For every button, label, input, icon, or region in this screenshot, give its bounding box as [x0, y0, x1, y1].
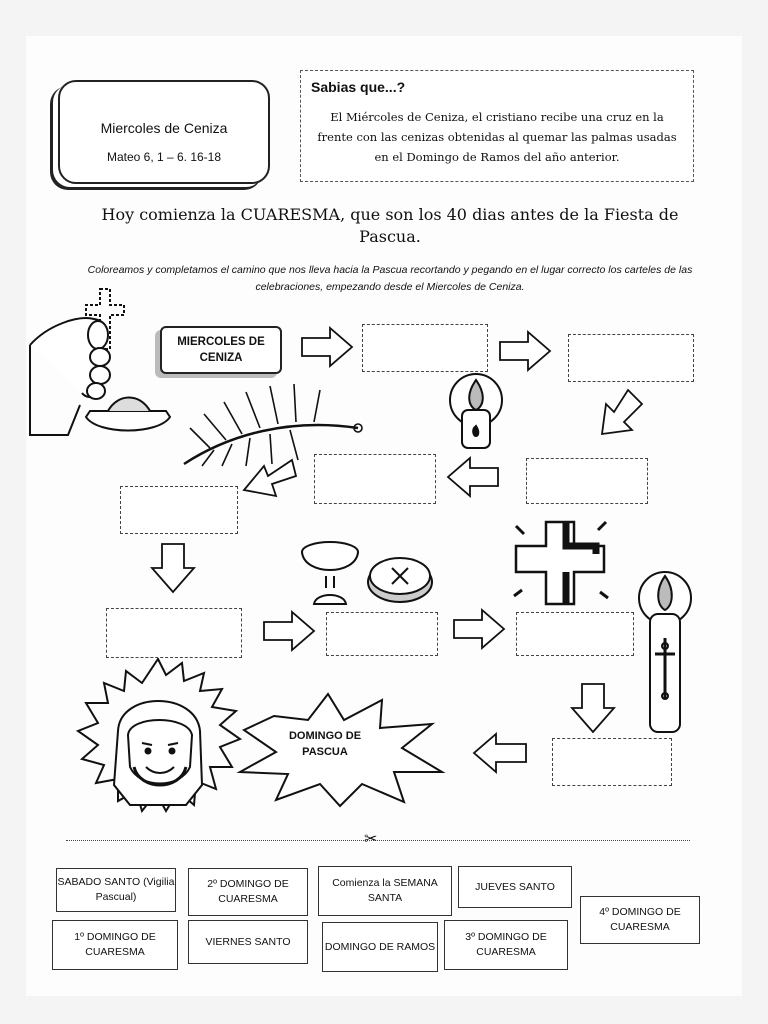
- chalice-host-icon: [301, 541, 433, 605]
- did-you-know-box: Sabias que...? El Miércoles de Ceniza, e…: [300, 70, 694, 182]
- arrow-left-icon: [446, 456, 499, 498]
- blank-box-1[interactable]: [362, 324, 488, 372]
- arrow-down-left-icon: [600, 388, 644, 436]
- candle-icon: [449, 373, 503, 449]
- start-label: MIERCOLES DE CENIZA: [160, 326, 282, 374]
- blank-box-4[interactable]: [314, 454, 436, 504]
- hand-ashes-icon: [29, 288, 172, 436]
- cutout-card[interactable]: 1º DOMINGO DE CUARESMA: [52, 920, 178, 970]
- cross-icon: [513, 520, 609, 606]
- blank-box-8[interactable]: [516, 612, 634, 656]
- starburst-shape: [236, 692, 446, 808]
- arrow-right-icon: [453, 608, 506, 650]
- blank-box-6[interactable]: [106, 608, 242, 658]
- scissors-icon: ✂: [364, 831, 378, 848]
- title-box: Miercoles de Ceniza Mateo 6, 1 – 6. 16-1…: [58, 80, 270, 184]
- cutout-card[interactable]: VIERNES SANTO: [188, 920, 308, 964]
- arrow-down-icon: [150, 543, 196, 594]
- end-label: DOMINGO DE PASCUA: [288, 730, 362, 758]
- cutout-card[interactable]: 4º DOMINGO DE CUARESMA: [580, 896, 700, 944]
- arrow-down-icon: [570, 683, 616, 734]
- instructions: Coloreamos y completamos el camino que n…: [87, 264, 693, 293]
- blank-box-9[interactable]: [552, 738, 672, 786]
- arrow-right-icon: [263, 610, 316, 652]
- cutout-card[interactable]: JUEVES SANTO: [458, 866, 572, 908]
- blank-box-2[interactable]: [568, 334, 694, 382]
- cutout-card[interactable]: 2º DOMINGO DE CUARESMA: [188, 868, 308, 916]
- palm-leaf-icon: [183, 383, 363, 467]
- start-label-text: MIERCOLES DE CENIZA: [177, 336, 265, 364]
- headline: Hoy comienza la CUARESMA, que son los 40…: [101, 205, 679, 246]
- blank-box-5[interactable]: [120, 486, 238, 534]
- cutout-card[interactable]: DOMINGO DE RAMOS: [322, 922, 438, 972]
- did-you-know-heading: Sabias que...?: [311, 79, 406, 95]
- arrow-down-left-icon: [242, 458, 298, 498]
- arrow-right-icon: [499, 330, 552, 372]
- blank-box-3[interactable]: [526, 458, 648, 504]
- cutout-card[interactable]: Comienza la SEMANA SANTA: [318, 866, 452, 916]
- paschal-candle-icon: [638, 571, 692, 733]
- cut-line: [66, 840, 690, 841]
- lesson-title: Miercoles de Ceniza: [100, 120, 228, 136]
- cutout-card[interactable]: 3º DOMINGO DE CUARESMA: [444, 920, 568, 970]
- blank-box-7[interactable]: [326, 612, 438, 656]
- arrow-left-icon: [472, 732, 527, 774]
- jesus-face-icon: [75, 657, 243, 814]
- cutout-card[interactable]: SABADO SANTO (Vigilia Pascual): [56, 868, 176, 912]
- bible-reference: Mateo 6, 1 – 6. 16-18: [106, 150, 222, 164]
- arrow-right-icon: [301, 326, 354, 368]
- did-you-know-text: El Miércoles de Ceniza, el cristiano rec…: [317, 110, 677, 164]
